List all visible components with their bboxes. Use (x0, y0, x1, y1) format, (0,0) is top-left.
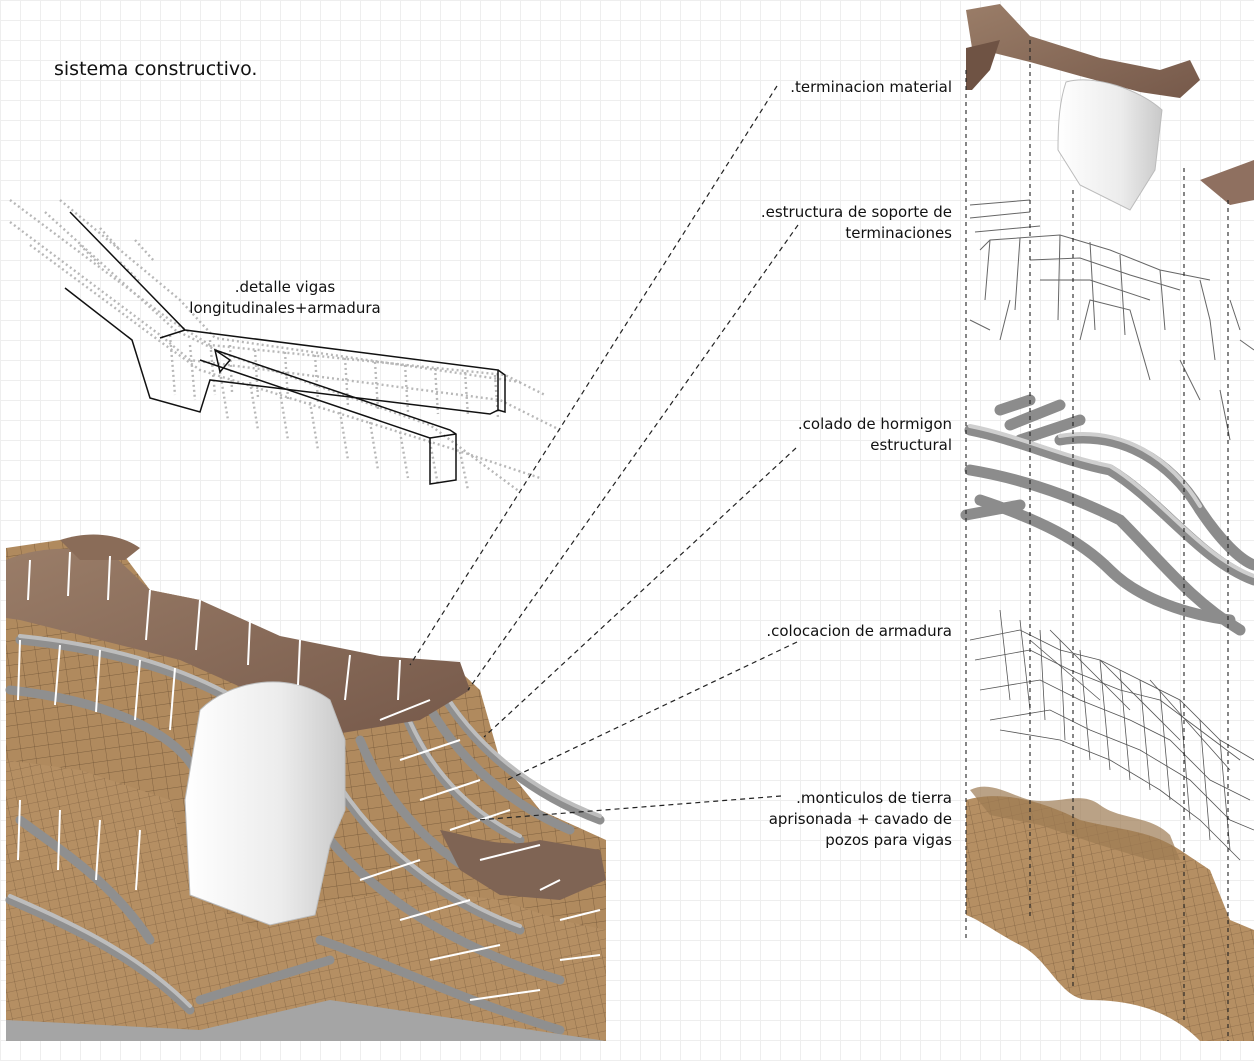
layer-label-line: .monticulos de tierra (796, 789, 952, 807)
layer-label-monticulos: .monticulos de tierra aprisonada + cavad… (769, 788, 952, 851)
beam-detail-drawing (9, 199, 561, 493)
layer-label-colado: .colado de hormigon estructural (798, 414, 952, 456)
leader-lines (409, 85, 799, 821)
layer-label-line: .colado de hormigon (797, 415, 952, 433)
layer-label-line: .estructura de soporte de (760, 203, 952, 221)
layer-label-line: terminaciones (845, 224, 952, 242)
layer-label-line: estructural (870, 436, 952, 454)
layer-label-terminacion: .terminacion material (790, 77, 952, 98)
exploded-layers (960, 4, 1254, 1041)
layer-label-line: pozos para vigas (825, 831, 952, 849)
page-title: sistema constructivo. (54, 58, 258, 80)
layer-label-estructura: .estructura de soporte de terminaciones (761, 202, 952, 244)
layer-label-line: .colocacion de armadura (766, 622, 952, 640)
detail-label-line: .detalle vigas (234, 278, 336, 296)
layer-label-armadura: .colocacion de armadura (766, 621, 952, 642)
layer-label-line: .terminacion material (790, 78, 952, 96)
layer-label-line: aprisonada + cavado de (768, 810, 952, 828)
detail-label: .detalle vigas longitudinales+armadura (185, 277, 385, 319)
detail-label-line: longitudinales+armadura (189, 299, 381, 317)
terrain-render (5, 534, 606, 1041)
